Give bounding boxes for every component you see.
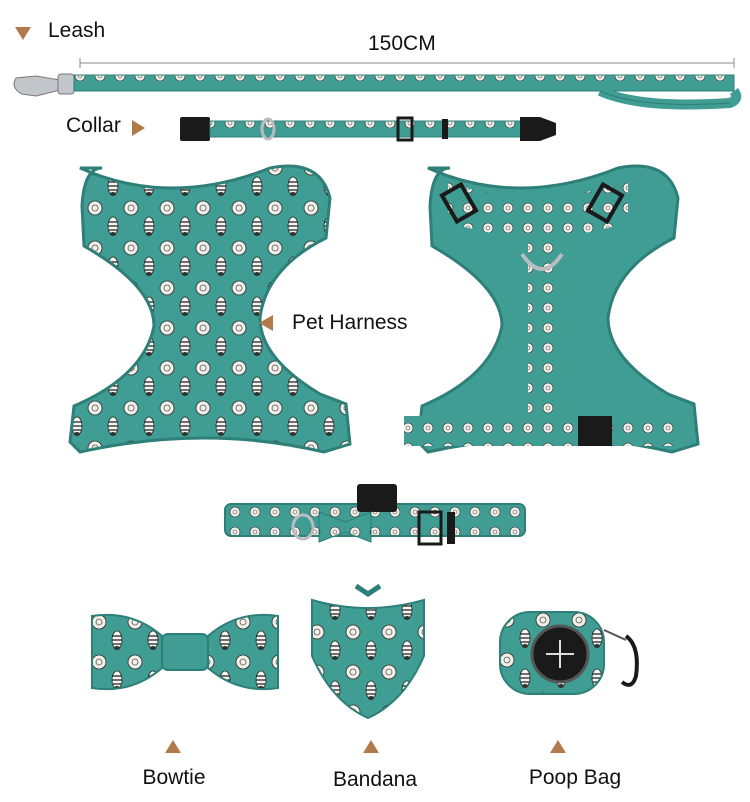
collar-bow-image <box>224 484 526 546</box>
collar-label: Collar <box>66 114 121 137</box>
arrow-left-icon <box>259 315 273 331</box>
bandana-label: Bandana <box>332 768 418 791</box>
length-label: 150CM <box>368 32 436 55</box>
arrow-up-icon <box>363 740 379 753</box>
arrow-down-icon <box>15 27 31 40</box>
poop-bag-label: Poop Bag <box>528 766 622 789</box>
bowtie-label: Bowtie <box>142 766 206 789</box>
poop-bag-image <box>499 611 639 695</box>
bandana-image <box>311 583 425 720</box>
harness-front-image <box>68 164 352 454</box>
arrow-up-icon <box>165 740 181 753</box>
bowtie-image <box>91 613 279 691</box>
leash-label: Leash <box>48 19 106 42</box>
arrow-right-icon <box>132 120 145 136</box>
arrow-up-icon <box>550 740 566 753</box>
collar-image <box>180 116 556 142</box>
pet-harness-label: Pet Harness <box>292 311 408 334</box>
leash-image <box>13 73 742 110</box>
harness-back-image <box>404 164 700 454</box>
length-dimension-line <box>79 58 735 68</box>
